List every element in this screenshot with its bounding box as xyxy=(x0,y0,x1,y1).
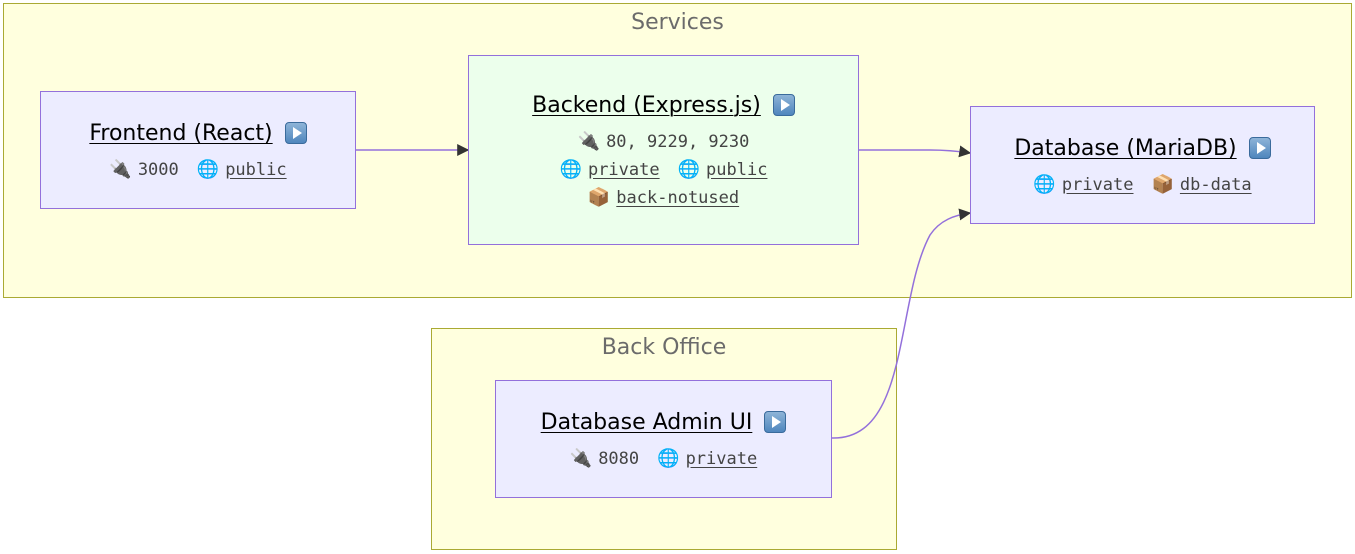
node-meta-networks: 🌐 private 🌐 public xyxy=(560,160,768,180)
network: 🌐 private xyxy=(1033,175,1133,195)
node-meta: 🌐 private 📦 db-data xyxy=(1033,175,1251,195)
cluster-title: Services xyxy=(631,10,724,35)
node-header: Backend (Express.js) xyxy=(532,93,795,118)
ports-value: 8080 xyxy=(598,448,640,469)
globe-icon: 🌐 xyxy=(559,158,582,180)
play-button-icon[interactable] xyxy=(764,411,787,433)
volume: 📦 db-data xyxy=(1152,175,1252,195)
node-meta: 🔌 3000 🌐 public xyxy=(109,160,286,180)
globe-icon: 🌐 xyxy=(1033,173,1056,195)
volume-link-db-data[interactable]: db-data xyxy=(1179,174,1252,195)
package-icon: 📦 xyxy=(587,186,611,208)
plug-icon: 🔌 xyxy=(109,158,132,180)
network-link-public[interactable]: public xyxy=(706,159,768,180)
node-title-db-admin[interactable]: Database Admin UI xyxy=(540,409,753,435)
network-link-private[interactable]: private xyxy=(587,159,660,180)
network: 🌐 private xyxy=(560,160,660,180)
globe-icon: 🌐 xyxy=(196,158,220,180)
node-header: Database Admin UI xyxy=(541,410,787,435)
network-link-public[interactable]: public xyxy=(225,159,287,180)
plug-icon: 🔌 xyxy=(577,130,601,152)
ports: 🔌 80, 9229, 9230 xyxy=(578,132,750,152)
node-title-backend[interactable]: Backend (Express.js) xyxy=(532,92,761,118)
network-link-private[interactable]: private xyxy=(1061,174,1134,195)
node-meta: 🔌 8080 🌐 private xyxy=(570,449,757,469)
node-title-frontend[interactable]: Frontend (React) xyxy=(89,120,273,146)
network: 🌐 private xyxy=(657,449,757,469)
node-title-database[interactable]: Database (MariaDB) xyxy=(1014,135,1237,161)
plug-icon: 🔌 xyxy=(569,447,593,469)
node-meta-volumes: 📦 back-notused xyxy=(588,188,739,208)
play-button-icon[interactable] xyxy=(772,94,795,116)
ports-value: 3000 xyxy=(137,159,179,180)
ports: 🔌 8080 xyxy=(570,449,639,469)
node-meta-ports: 🔌 80, 9229, 9230 xyxy=(578,132,750,152)
node-header: Database (MariaDB) xyxy=(1014,135,1271,161)
network: 🌐 public xyxy=(197,160,287,180)
cluster-title: Back Office xyxy=(601,335,727,360)
package-icon: 📦 xyxy=(1151,173,1174,195)
ports-value: 80, 9229, 9230 xyxy=(606,131,750,152)
network-link-private[interactable]: private xyxy=(685,448,758,469)
volume-link-back-notused[interactable]: back-notused xyxy=(616,187,740,208)
node-backend[interactable]: Backend (Express.js) 🔌 80, 9229, 9230 🌐 … xyxy=(468,55,859,245)
volume: 📦 back-notused xyxy=(588,188,739,208)
node-header: Frontend (React) xyxy=(89,120,307,146)
play-button-icon[interactable] xyxy=(284,122,307,144)
network: 🌐 public xyxy=(678,160,768,180)
globe-icon: 🌐 xyxy=(677,158,701,180)
node-frontend[interactable]: Frontend (React) 🔌 3000 🌐 public xyxy=(40,91,356,209)
play-button-icon[interactable] xyxy=(1248,137,1271,159)
ports: 🔌 3000 xyxy=(109,160,178,180)
node-database[interactable]: Database (MariaDB) 🌐 private 📦 db-data xyxy=(970,106,1315,224)
node-db-admin[interactable]: Database Admin UI 🔌 8080 🌐 private xyxy=(495,380,832,498)
globe-icon: 🌐 xyxy=(657,447,680,469)
